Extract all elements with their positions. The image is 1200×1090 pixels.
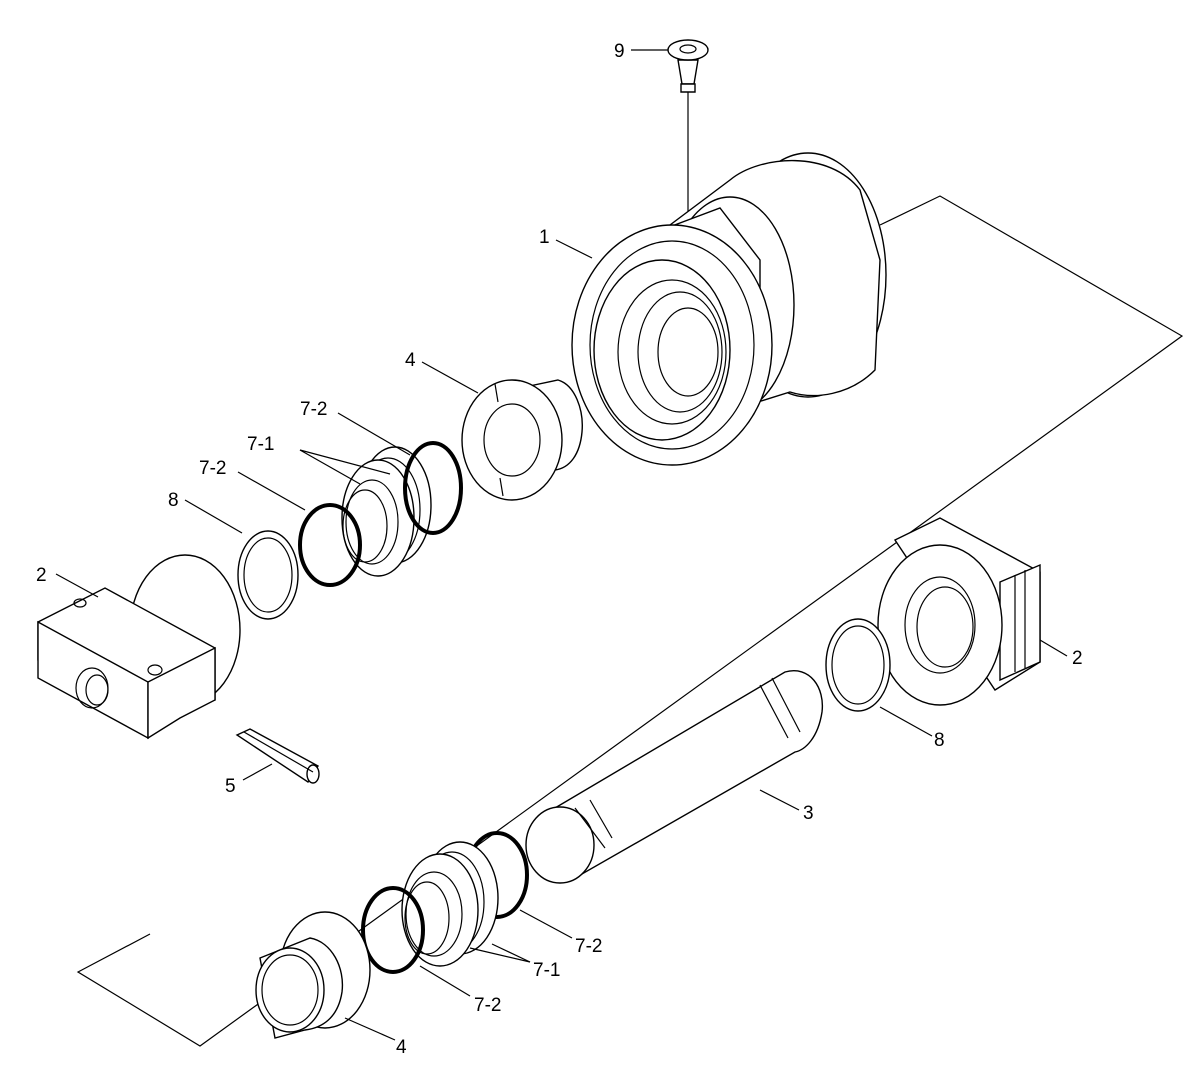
assembly-frame [76, 195, 1184, 1047]
label-part-4-upper: 4 [405, 350, 416, 371]
label-part-8-right: 8 [934, 730, 945, 751]
label-part-9: 9 [614, 41, 625, 62]
label-part-7-2-a: 7-2 [300, 399, 327, 420]
label-part-4-lower: 4 [396, 1037, 407, 1058]
part-7-2-oring-lower-left [361, 886, 425, 974]
label-part-2-right: 2 [1072, 648, 1083, 669]
part-4-bushing-lower [255, 911, 371, 1039]
part-labels: 9 1 4 7-2 7-1 7-2 8 2 2 8 5 3 7-2 7-1 7-… [36, 41, 1083, 1058]
part-1-roller [571, 152, 887, 466]
part-5-pin [235, 728, 320, 784]
label-part-7-1-lower: 7-1 [533, 960, 560, 981]
part-2-collar-right [877, 517, 1041, 706]
part-2-collar-left [37, 554, 241, 740]
label-part-7-1-upper: 7-1 [247, 434, 274, 455]
part-9-plug [667, 39, 709, 228]
label-part-1: 1 [539, 227, 550, 248]
label-part-3: 3 [803, 803, 814, 824]
label-part-7-2-b: 7-2 [199, 458, 226, 479]
label-part-8-left: 8 [168, 490, 179, 511]
label-part-2-left: 2 [36, 565, 47, 586]
part-7-2-oring-upper-right [403, 441, 463, 535]
part-8-ring-left [237, 530, 299, 620]
label-part-7-2-c: 7-2 [575, 936, 602, 957]
leader-lines [55, 49, 1068, 1041]
part-7-2-oring-upper-left [298, 503, 362, 587]
part-8-ring-right [825, 618, 891, 712]
label-part-7-2-d: 7-2 [474, 995, 501, 1016]
part-4-bushing-upper [461, 379, 583, 501]
part-7-1-seal-upper [341, 446, 432, 577]
part-3-shaft [525, 670, 824, 884]
label-part-5: 5 [225, 776, 236, 797]
